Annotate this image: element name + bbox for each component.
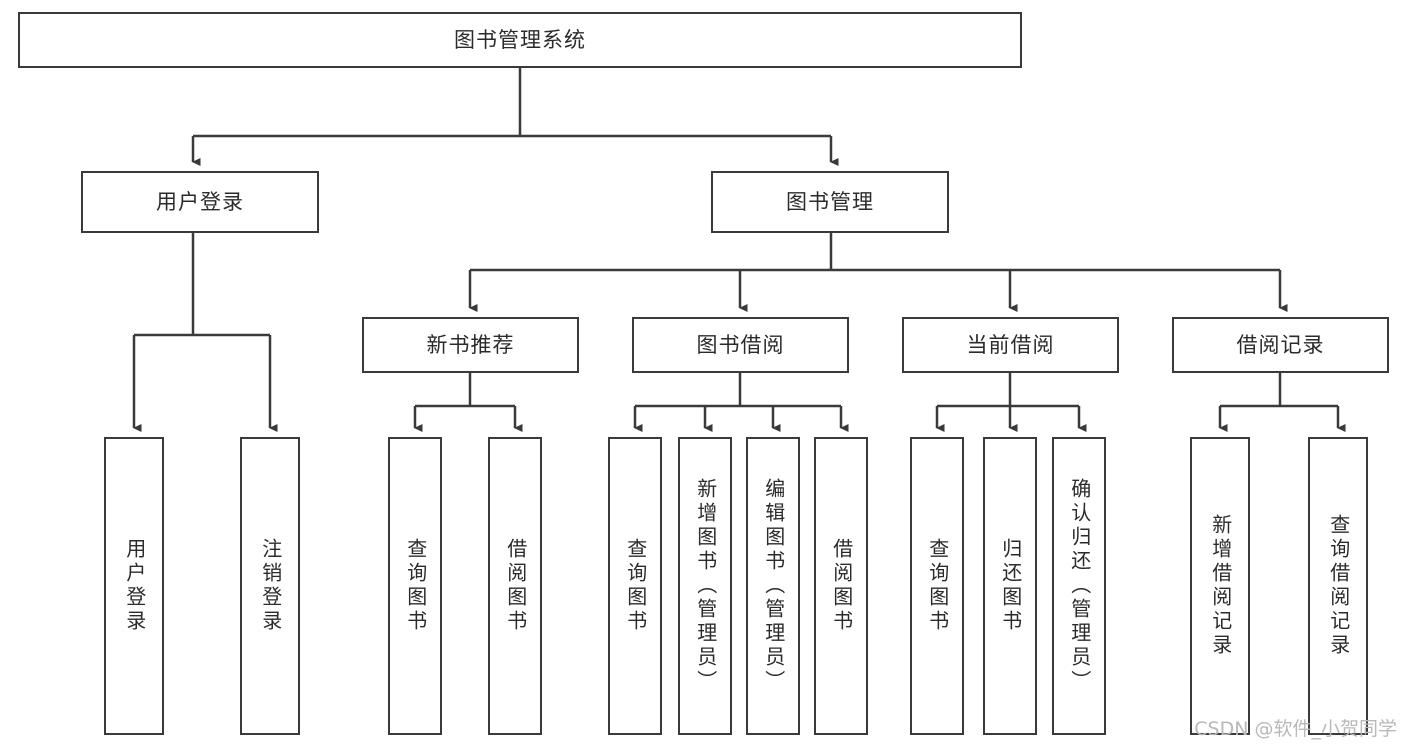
node-level1-1[interactable]: 用户登录 xyxy=(81,171,319,233)
node-label: 查询图书 xyxy=(925,538,950,634)
node-leaf-3[interactable]: 查询图书 xyxy=(388,437,442,735)
node-leaf-8[interactable]: 借阅图书 xyxy=(814,437,868,735)
node-label: 确认归还（管理员） xyxy=(1067,478,1092,694)
node-leaf-2[interactable]: 注销登录 xyxy=(240,437,300,735)
node-leaf-12[interactable]: 新增借阅记录 xyxy=(1190,437,1250,735)
node-level2-1[interactable]: 新书推荐 xyxy=(362,317,579,373)
node-level2-3[interactable]: 当前借阅 xyxy=(902,317,1119,373)
node-label: 归还图书 xyxy=(998,538,1023,634)
node-leaf-10[interactable]: 归还图书 xyxy=(983,437,1037,735)
node-label: 新书推荐 xyxy=(426,332,515,357)
node-label: 图书管理系统 xyxy=(454,27,586,52)
node-label: 借阅图书 xyxy=(503,538,528,634)
node-label: 注销登录 xyxy=(258,538,283,634)
node-label: 借阅记录 xyxy=(1236,332,1325,357)
node-label: 查询图书 xyxy=(623,538,648,634)
node-leaf-13[interactable]: 查询借阅记录 xyxy=(1308,437,1368,735)
node-level2-2[interactable]: 图书借阅 xyxy=(632,317,849,373)
node-label: 用户登录 xyxy=(156,189,244,214)
node-leaf-4[interactable]: 借阅图书 xyxy=(488,437,542,735)
node-leaf-9[interactable]: 查询图书 xyxy=(910,437,964,735)
node-leaf-1[interactable]: 用户登录 xyxy=(104,437,164,735)
node-leaf-7[interactable]: 编辑图书（管理员） xyxy=(746,437,800,735)
node-label: 图书管理 xyxy=(786,189,874,214)
node-label: 查询图书 xyxy=(403,538,428,634)
node-label: 查询借阅记录 xyxy=(1326,514,1351,658)
node-leaf-11[interactable]: 确认归还（管理员） xyxy=(1052,437,1106,735)
node-label: 编辑图书（管理员） xyxy=(761,478,786,694)
node-level1-2[interactable]: 图书管理 xyxy=(711,171,949,233)
node-label: 新增图书（管理员） xyxy=(693,478,718,694)
node-root-system[interactable]: 图书管理系统 xyxy=(18,12,1022,68)
node-leaf-6[interactable]: 新增图书（管理员） xyxy=(678,437,732,735)
node-label: 新增借阅记录 xyxy=(1208,514,1233,658)
node-level2-4[interactable]: 借阅记录 xyxy=(1172,317,1389,373)
node-label: 图书借阅 xyxy=(696,332,785,357)
node-label: 当前借阅 xyxy=(966,332,1055,357)
node-label: 用户登录 xyxy=(122,538,147,634)
node-label: 借阅图书 xyxy=(829,538,854,634)
node-leaf-5[interactable]: 查询图书 xyxy=(608,437,662,735)
